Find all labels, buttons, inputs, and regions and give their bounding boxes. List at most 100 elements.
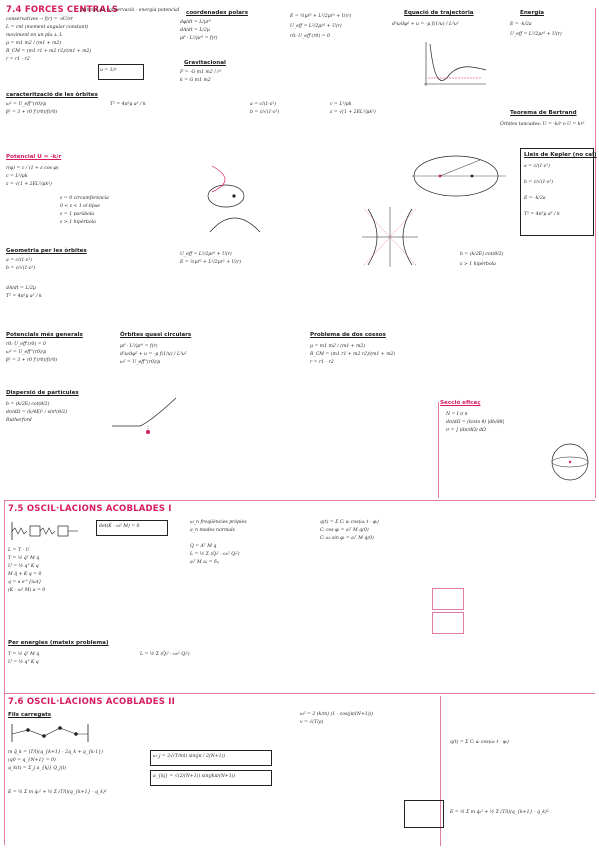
formula: U_eff = L²/2μr² + U(r) [180, 252, 232, 257]
formula: dA/dt = L/2μ [6, 286, 36, 291]
formula: a = c/(1-ε²) [6, 258, 32, 263]
hyperbola-figure [362, 207, 418, 267]
formula: U_eff = L²/2μr² + U(r) [510, 32, 562, 37]
formula: b = (k/2E) cot(θ/2) [460, 252, 504, 257]
section-title-75: 7.5 OSCIL·LACIONS ACOBLADES I [8, 504, 172, 514]
subheading-geometry: Geometria per les òrbites [6, 248, 87, 254]
formula: a_n modes normals [190, 528, 235, 533]
section-title-74: 7.4 FORCES CENTRALS [6, 5, 119, 15]
formula: k = G m1 m2 [180, 78, 211, 83]
formula: U = ½ qᵀ K q [8, 660, 39, 665]
formula: dφ/dt = L/μr² [180, 20, 211, 25]
formula: E = -k/2a [510, 22, 532, 27]
formula: b = c/√(1-ε²) [524, 180, 554, 185]
formula: E = -k/2a [524, 196, 546, 201]
formula: q(t) = Σ Cᵢ aᵢ cos(ωᵢ t - φᵢ) [320, 520, 379, 525]
formula: L = ½ Σ (Q̇ᵢ² - ωᵢ² Qᵢ²) [140, 652, 190, 657]
formula: T² = 4π²μ a³ / k [6, 294, 42, 299]
subheading-general: Potencials més generals [6, 332, 83, 338]
subheading-energy: Energia [520, 10, 545, 16]
formula: ω² = 2 (k/m) (1 - cos(jπ/(N+1))) [300, 712, 374, 717]
formula: σ = ∫ (dσ/dΩ) dΩ [446, 428, 486, 433]
formula: ε = √(1 + 2EL²/μk²) [330, 110, 376, 115]
column-divider [438, 402, 439, 498]
boxed-formula [98, 64, 144, 80]
intro-note: principi de conservació · energia potenc… [80, 8, 180, 13]
formula: R_CM = (m1 r1 + m2 r2)/(m1 + m2) [310, 352, 396, 357]
formula: β² = 3 + r0 f'(r0)/f(r0) [6, 358, 58, 363]
formula: b = c/√(1-ε²) [250, 110, 280, 115]
solid-angle-figure [551, 443, 589, 481]
formula: E = ½μṙ² + L²/2μr² + U(r) [290, 14, 352, 19]
formula: u = 1/r [100, 68, 117, 73]
formula: Cᵢ cos φᵢ = aᵢᵀ M q(0) [320, 528, 369, 533]
formula: dA/dt = L/2μ [180, 28, 210, 33]
column-divider [595, 8, 596, 498]
subheading-trajectory: Equació de trajectòria [404, 10, 474, 16]
section-divider [4, 500, 595, 501]
formula: R_CM = (m1 r1 + m2 r2)/(m1 + m2) [6, 49, 92, 54]
formula: ε > 1 hipèrbola [60, 220, 96, 225]
formula: Rutherford [6, 418, 32, 423]
formula: ω² = U_eff''(r0)/μ [120, 360, 161, 365]
subheading-string: Fils carregats [8, 712, 52, 718]
formula: c = L²/μk [330, 102, 352, 107]
formula: ε = 1 paràbola [60, 212, 95, 217]
effective-potential-plot [424, 42, 487, 86]
formula: β² = 3 + r0 f'(r0)/f(r0) [6, 110, 58, 115]
column-divider [4, 500, 5, 845]
formula: a_{kj} = √(2/(N+1)) sin(jkπ/(N+1)) [153, 774, 236, 779]
ellipse-foci-figure [412, 155, 506, 197]
formula: L = ½ Σ (Q̇ᵢ² - ωᵢ² Qᵢ²) [190, 552, 240, 557]
formula: T = ½ q̇ᵀ M q̇ [8, 652, 40, 657]
formula: (K - ω² M) a = 0 [8, 588, 46, 593]
matrix-box [404, 800, 444, 828]
formula: c = L²/μk [6, 174, 28, 179]
formula: T = ½ q̇ᵀ M q̇ [8, 556, 40, 561]
formula: det(K - ω² M) = 0 [99, 524, 140, 529]
subheading-scattering: Dispersió de partícules [6, 390, 79, 396]
formula: a = c/(1-ε²) [250, 102, 276, 107]
formula: N = I σ n [446, 412, 468, 417]
subheading-two-body: Problema de dos cossos [310, 332, 386, 338]
formula: conservatives → f(r) = -∂U/∂r [6, 17, 73, 22]
formula: E = ½ Σ m q̇ₖ² + ½ Σ (T/l)(q_{k+1} - q_k… [450, 810, 549, 815]
formula: b = c/√(1-ε²) [6, 266, 36, 271]
formula: q = a e^{iωt} [8, 580, 42, 585]
formula: (q0 = q_{N+1} = 0) [8, 758, 56, 763]
formula: μ = m1 m2 / (m1 + m2) [310, 344, 366, 349]
formula: μr̈ - L²/μr³ = f(r) [120, 344, 158, 349]
scattering-figure [112, 397, 177, 434]
formula: U = ½ qᵀ K q [8, 564, 39, 569]
subheading-bertrand: Teorema de Bertrand [510, 110, 577, 116]
formula: a = c/(1-ε²) [524, 164, 550, 169]
loaded-string-figure [11, 724, 89, 742]
formula: dσ/dΩ = (k/4E)² / sin⁴(θ/2) [6, 410, 68, 415]
formula: d²u/dφ² + u = -μ f(1/u) / L²u² [120, 352, 187, 357]
formula: Cᵢ ωᵢ sin φᵢ = aᵢᵀ M q̇(0) [320, 536, 374, 541]
boxed-formula [150, 770, 272, 786]
subheading-cross-section: Secció eficaç [440, 400, 481, 406]
formula: dσ/dΩ = (b/sin θ) |db/dθ| [446, 420, 504, 425]
subheading-circular: Òrbites quasi circulars [120, 332, 192, 338]
boxed-formula [150, 750, 272, 766]
subheading-gravitational: Gravitacional [184, 60, 226, 66]
subheading-orbits: caracterització de les òrbites [6, 92, 98, 98]
formula: U_eff = L²/2μr² + U(r) [290, 24, 342, 29]
formula: 0 < ε < 1 el·lipse [60, 204, 100, 209]
formula: F = -G m1 m2 / r² [180, 70, 222, 75]
formula: r = r1 - r2 [6, 57, 30, 62]
formula: E = ½μṙ² + L²/2μr² + U(r) [180, 260, 242, 265]
boxed-formula [96, 520, 168, 536]
formula: Q = Aᵀ M q [190, 544, 217, 549]
formula: μ = m1 m2 / (m1 + m2) [6, 41, 62, 46]
formula: r0: U_eff'(r0) = 0 [6, 342, 46, 347]
formula: r(φ) = c / (1 + ε cos φ) [6, 166, 59, 171]
column-divider [440, 696, 441, 846]
subheading-potential: Potencial U = -k/r [6, 154, 62, 160]
formula: M q̈ + K q = 0 [8, 572, 42, 577]
formula: q(t) = Σ Cᵢ aᵢ cos(ωᵢ t - φᵢ) [450, 740, 509, 745]
highlight-box [432, 612, 464, 634]
formula: T² = 4π²μ a³ / k [110, 102, 146, 107]
